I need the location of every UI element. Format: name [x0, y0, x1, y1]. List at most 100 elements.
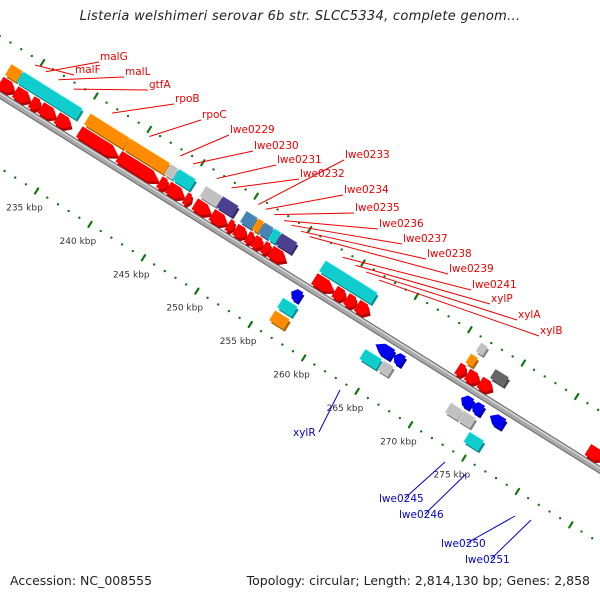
minor-tick — [56, 203, 60, 206]
label-leader-line — [180, 134, 230, 157]
minor-tick — [99, 229, 102, 233]
label-leader-line — [490, 519, 532, 560]
minor-tick — [3, 169, 6, 173]
minor-tick — [377, 403, 380, 406]
forward-gene-arrow — [267, 245, 287, 263]
major-tick — [467, 326, 473, 334]
minor-tick — [0, 34, 1, 38]
minor-tick — [126, 114, 130, 118]
forward-gene-arrow — [250, 235, 263, 250]
minor-tick — [436, 308, 440, 311]
label-leader-line — [291, 224, 403, 245]
gene-label: rpoC — [202, 109, 227, 121]
gene-label: xylR — [293, 427, 316, 439]
gene-label: lwe0233 — [345, 149, 390, 161]
minor-tick — [313, 363, 316, 366]
gene-label: lwe0250 — [441, 538, 486, 550]
forward-gene-arrow — [310, 273, 335, 292]
minor-tick — [287, 215, 290, 218]
minor-tick — [131, 249, 134, 253]
minor-tick — [174, 276, 177, 279]
minor-tick — [490, 341, 493, 345]
forward-gene-arrow — [181, 192, 193, 206]
major-tick — [301, 354, 307, 362]
major-tick — [514, 487, 521, 496]
major-tick — [87, 220, 93, 229]
major-tick — [306, 225, 313, 234]
minor-tick — [163, 269, 167, 273]
reverse-gene-block — [276, 297, 298, 317]
minor-tick — [532, 368, 536, 372]
reverse-gene-block — [461, 395, 475, 410]
major-tick — [413, 292, 420, 300]
gene-label: xylA — [518, 309, 541, 321]
minor-tick — [441, 443, 444, 446]
label-leader-line — [58, 76, 125, 81]
gene-label: lwe0237 — [403, 233, 448, 245]
label-leader-line — [301, 230, 427, 260]
minor-tick — [276, 208, 279, 211]
backbone-highlight — [0, 92, 600, 470]
tick-label: 255 kbp — [220, 337, 257, 347]
gene-label: malL — [125, 66, 151, 78]
minor-tick — [543, 375, 546, 378]
gene-label: malF — [75, 64, 101, 76]
minor-tick — [323, 370, 327, 373]
gene-label: xylB — [540, 325, 563, 337]
label-leader-line — [283, 220, 379, 230]
major-tick — [354, 387, 360, 395]
forward-gene-arrow — [259, 241, 271, 255]
tick-label: 260 kbp — [273, 371, 310, 381]
gene-label: lwe0238 — [427, 248, 472, 260]
reverse-gene-block — [463, 431, 485, 451]
forward-gene-arrow — [353, 299, 370, 316]
reverse-gene-block — [444, 402, 464, 420]
minor-tick — [596, 408, 600, 412]
minor-tick — [46, 196, 49, 199]
major-tick — [93, 92, 99, 100]
forward-gene-arrow — [164, 181, 185, 199]
reverse-gene-block — [375, 343, 396, 360]
gene-label: rpoB — [175, 93, 200, 105]
minor-tick — [67, 209, 70, 213]
label-leader-line — [309, 236, 449, 275]
minor-tick — [398, 416, 402, 420]
major-tick — [574, 392, 580, 401]
minor-tick — [393, 281, 397, 285]
minor-tick — [526, 496, 530, 500]
label-leader-line — [318, 389, 341, 433]
tick-label: 245 kbp — [113, 270, 150, 280]
minor-tick — [586, 401, 589, 405]
minor-tick — [548, 510, 551, 513]
forward-gene-arrow — [584, 444, 600, 461]
forward-gene-arrow — [156, 176, 168, 191]
label-leader-line — [265, 194, 344, 210]
minor-tick — [158, 134, 162, 138]
forward-gene-arrow — [476, 376, 493, 393]
label-leader-line — [366, 271, 518, 321]
major-tick — [407, 421, 414, 429]
minor-tick — [494, 476, 498, 480]
minor-tick — [511, 355, 514, 358]
gene-label: lwe0234 — [344, 184, 389, 196]
map-title: Listeria welshimeri serovar 6b str. SLCC… — [79, 9, 521, 24]
minor-tick — [24, 183, 28, 186]
forward-gene-arrow — [231, 223, 247, 239]
gene-label: lwe0229 — [230, 124, 275, 136]
forward-cog-block — [318, 260, 378, 304]
major-tick — [194, 287, 200, 295]
gene-label: malG — [100, 51, 128, 63]
label-leader-line — [73, 88, 149, 91]
gene-label: gtfA — [149, 79, 171, 91]
minor-tick — [116, 108, 119, 111]
minor-tick — [452, 450, 455, 453]
forward-gene-arrow — [454, 362, 466, 377]
minor-tick — [120, 243, 124, 246]
minor-tick — [420, 430, 423, 433]
minor-tick — [505, 483, 508, 487]
genome-summary-text: Topology: circular; Length: 2,814,130 bp… — [246, 573, 590, 588]
gene-label: lwe0245 — [379, 493, 424, 505]
major-tick — [247, 320, 253, 329]
